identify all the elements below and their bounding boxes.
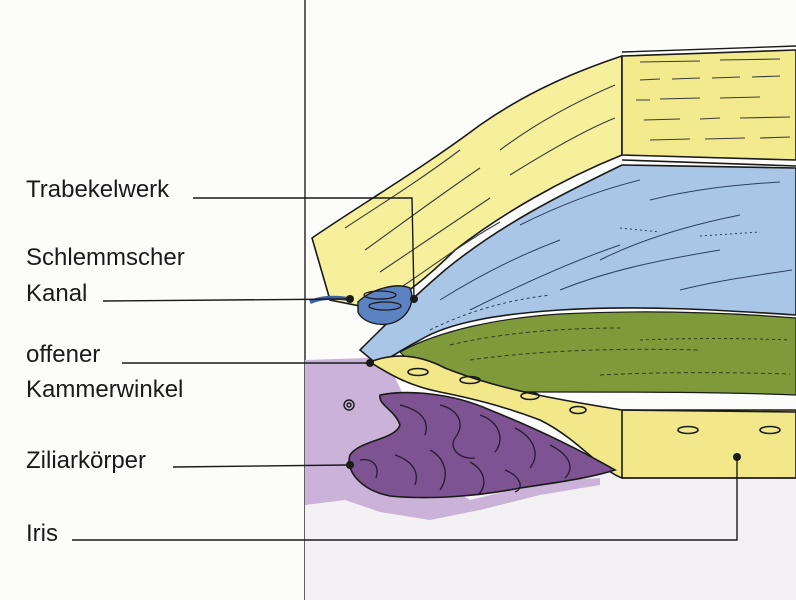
stroma-dots	[343, 399, 355, 411]
dot-schlemm	[346, 295, 354, 303]
iris-pigment-ovals	[407, 367, 781, 435]
leader-schlemm	[102, 298, 349, 302]
leader-iris	[72, 458, 738, 541]
chamber-stipple	[429, 179, 793, 331]
cornea-bottom-edge	[621, 159, 796, 167]
leader-ziliar	[172, 464, 349, 468]
cornea-texture	[636, 58, 791, 141]
sclera-texture	[344, 84, 616, 289]
label-schlemm-line1: Schlemmscher	[26, 244, 185, 271]
label-kammer-line2: Kammerwinkel	[26, 376, 183, 403]
leader-dots	[346, 295, 741, 469]
cornea-top-edge	[621, 45, 796, 53]
dot-kammerwinkel	[366, 359, 374, 367]
lens-texture	[449, 327, 791, 376]
label-ziliarkoerper: Ziliarkörper	[26, 447, 146, 474]
label-schlemm-line2: Kanal	[26, 280, 87, 307]
label-kammer-line1: offener	[26, 341, 100, 368]
dot-ziliar	[346, 461, 354, 469]
anterior-chamber-blue	[358, 164, 796, 366]
iris-top-edge	[621, 409, 796, 413]
dot-iris	[733, 453, 741, 461]
dot-trabekelwerk	[410, 295, 418, 303]
ciliary-fold-lines	[359, 404, 571, 496]
cornea-block	[621, 49, 796, 161]
leader-lines	[72, 197, 738, 541]
leader-trabekelwerk	[193, 197, 415, 299]
label-trabekelwerk: Trabekelwerk	[26, 176, 170, 203]
label-iris: Iris	[26, 520, 58, 547]
